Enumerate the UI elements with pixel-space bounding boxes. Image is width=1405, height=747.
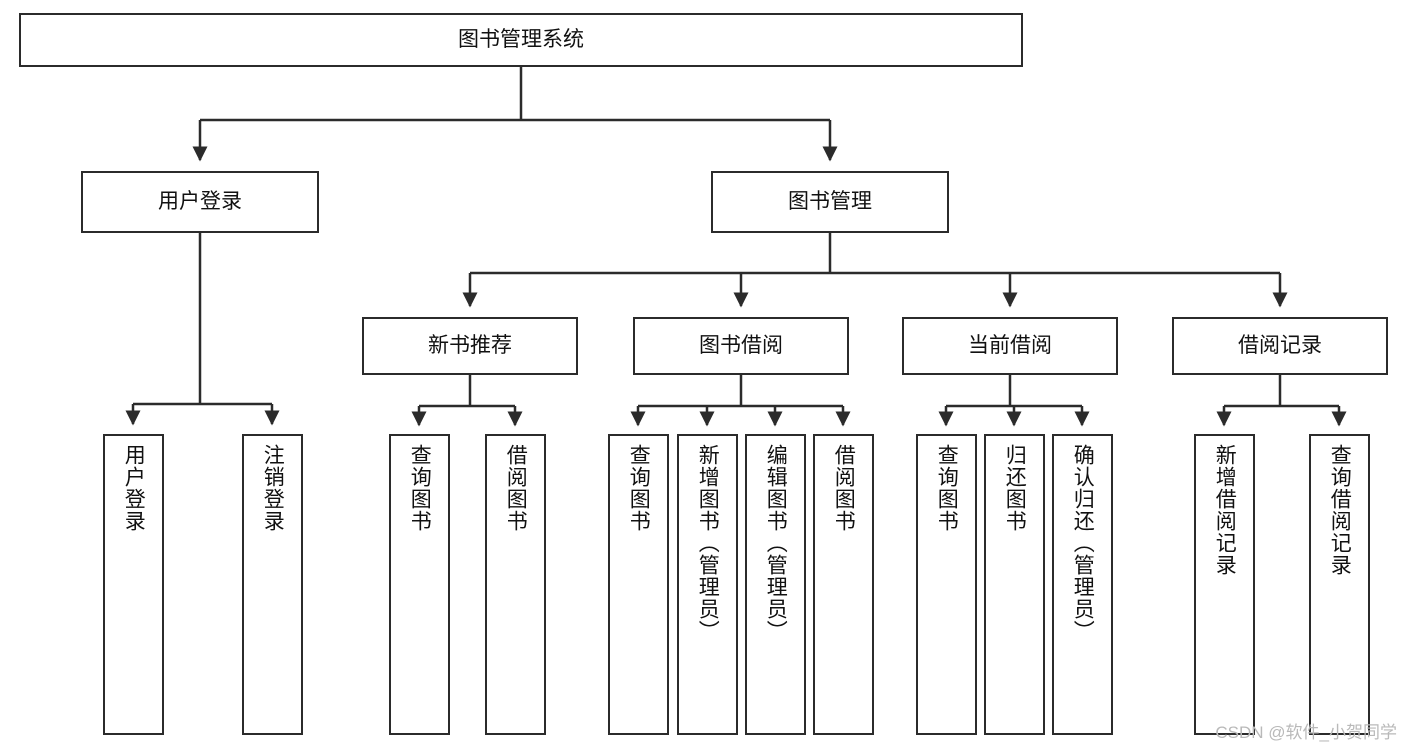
node-borrow-record[interactable]: 借阅记录 <box>1172 317 1388 375</box>
node-user-login[interactable]: 用户登录 <box>81 171 319 233</box>
node-current-borrow[interactable]: 当前借阅 <box>902 317 1118 375</box>
node-root-label: 图书管理系统 <box>458 28 584 52</box>
node-leaf-query-record-label: 查询借阅记录 <box>1328 444 1352 576</box>
node-leaf-logout-label: 注销登录 <box>261 444 285 532</box>
node-leaf-confirm-return[interactable]: 确认归还（管理员） <box>1052 434 1113 735</box>
node-leaf-confirm-return-label: 确认归还（管理员） <box>1071 444 1095 642</box>
node-leaf-borrow-book-rec-label: 借阅图书 <box>504 444 528 532</box>
node-leaf-user-login[interactable]: 用户登录 <box>103 434 164 735</box>
node-leaf-query-book-cur-label: 查询图书 <box>935 444 959 532</box>
node-user-login-label: 用户登录 <box>158 190 242 214</box>
node-leaf-query-book-borrow-label: 查询图书 <box>627 444 651 532</box>
node-leaf-edit-book[interactable]: 编辑图书（管理员） <box>745 434 806 735</box>
node-leaf-borrow-book-label: 借阅图书 <box>832 444 856 532</box>
node-book-manage-label: 图书管理 <box>788 190 872 214</box>
node-leaf-query-book-cur[interactable]: 查询图书 <box>916 434 977 735</box>
node-leaf-query-book-rec-label: 查询图书 <box>408 444 432 532</box>
node-leaf-add-book[interactable]: 新增图书（管理员） <box>677 434 738 735</box>
node-leaf-borrow-book-rec[interactable]: 借阅图书 <box>485 434 546 735</box>
node-leaf-add-book-label: 新增图书（管理员） <box>696 444 720 642</box>
node-leaf-logout[interactable]: 注销登录 <box>242 434 303 735</box>
node-current-borrow-label: 当前借阅 <box>968 334 1052 358</box>
node-new-book-rec-label: 新书推荐 <box>428 334 512 358</box>
node-leaf-user-login-label: 用户登录 <box>122 444 146 532</box>
watermark-text: CSDN @软件_小贺同学 <box>1215 723 1397 742</box>
node-leaf-query-book-rec[interactable]: 查询图书 <box>389 434 450 735</box>
node-borrow-record-label: 借阅记录 <box>1238 334 1322 358</box>
node-book-borrow[interactable]: 图书借阅 <box>633 317 849 375</box>
node-root[interactable]: 图书管理系统 <box>19 13 1023 67</box>
node-leaf-add-record[interactable]: 新增借阅记录 <box>1194 434 1255 735</box>
node-leaf-add-record-label: 新增借阅记录 <box>1213 444 1237 576</box>
node-new-book-rec[interactable]: 新书推荐 <box>362 317 578 375</box>
node-leaf-query-book-borrow[interactable]: 查询图书 <box>608 434 669 735</box>
node-leaf-borrow-book[interactable]: 借阅图书 <box>813 434 874 735</box>
node-leaf-edit-book-label: 编辑图书（管理员） <box>764 444 788 642</box>
node-book-manage[interactable]: 图书管理 <box>711 171 949 233</box>
node-leaf-query-record[interactable]: 查询借阅记录 <box>1309 434 1370 735</box>
node-leaf-return-book-label: 归还图书 <box>1003 444 1027 532</box>
node-leaf-return-book[interactable]: 归还图书 <box>984 434 1045 735</box>
node-book-borrow-label: 图书借阅 <box>699 334 783 358</box>
